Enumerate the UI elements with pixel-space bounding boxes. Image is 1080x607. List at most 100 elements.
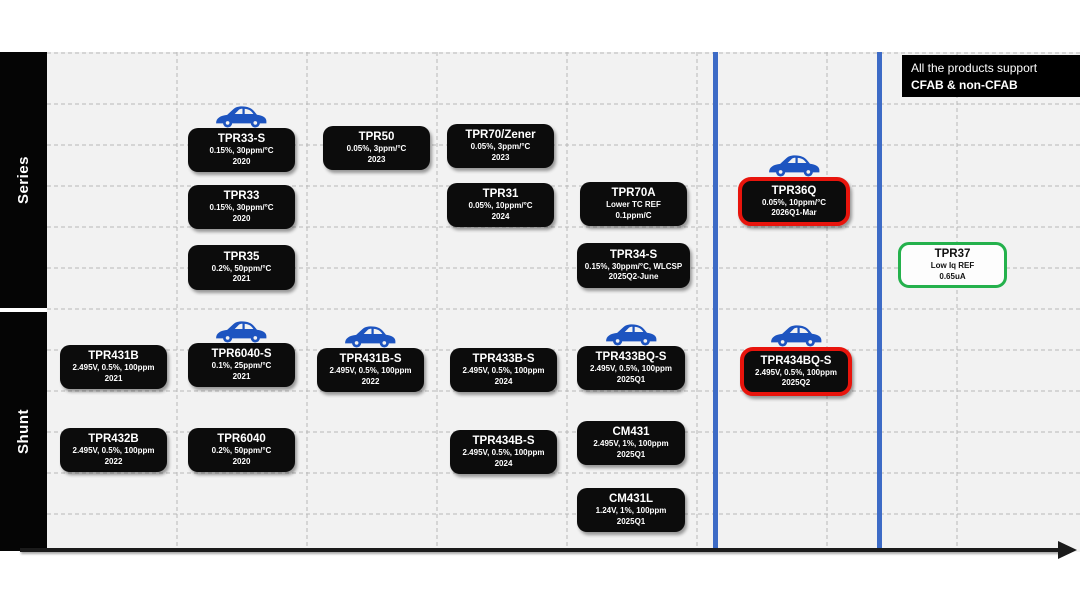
banner-line1: All the products support <box>911 61 1038 75</box>
product-date: 2020 <box>232 213 251 223</box>
product-date: 2026Q1-Mar <box>771 208 817 217</box>
grid-lines <box>47 52 1080 552</box>
timeline-arrowhead-icon <box>1058 541 1077 559</box>
product-title: TPR434B-S <box>472 435 535 447</box>
automotive-car-icon <box>603 322 659 346</box>
product-title: TPR6040 <box>217 433 266 445</box>
product-box-tpr433bq-s: TPR433BQ-S 2.495V, 0.5%, 100ppm 2025Q1 <box>577 346 685 390</box>
product-title: TPR50 <box>358 131 395 143</box>
product-date: 2020 <box>232 456 251 466</box>
automotive-car-icon <box>768 323 824 347</box>
product-title: TPR70A <box>611 187 656 199</box>
product-date: 2021 <box>232 371 251 381</box>
product-box-tpr33-s: TPR33-S 0.15%, 30ppm/°C 2020 <box>188 128 295 172</box>
product-date: 2024 <box>494 458 513 468</box>
product-spec: 2.495V, 0.5%, 100ppm <box>755 367 837 377</box>
product-title: TPR434BQ-S <box>760 354 832 367</box>
row-label-series: Series <box>0 52 47 308</box>
product-spec: 2.495V, 0.5%, 100ppm <box>462 366 545 375</box>
product-box-tpr33: TPR33 0.15%, 30ppm/°C 2020 <box>188 185 295 229</box>
product-date: 2025Q1 <box>616 516 646 526</box>
product-box-tpr431b: TPR431B 2.495V, 0.5%, 100ppm 2021 <box>60 345 167 389</box>
product-date: 2025Q1 <box>616 374 646 384</box>
product-spec: 1.24V, 1%, 100ppm <box>595 506 667 515</box>
row-label-shunt: Shunt <box>0 312 47 551</box>
timeline-divider-2 <box>877 52 882 552</box>
product-box-tpr431b-s: TPR431B-S 2.495V, 0.5%, 100ppm 2022 <box>317 348 424 392</box>
product-title: TPR33 <box>223 190 260 202</box>
product-box-tpr70-zener: TPR70/Zener 0.05%, 3ppm/°C 2023 <box>447 124 554 168</box>
product-spec: 2.495V, 0.5%, 100ppm <box>590 364 672 373</box>
product-spec: 2.495V, 0.5%, 100ppm <box>462 448 545 457</box>
product-title: TPR6040-S <box>211 348 272 360</box>
product-title: TPR33-S <box>217 133 266 145</box>
product-date: 2025Q2 <box>781 378 811 387</box>
shunt-label: Shunt <box>15 409 32 454</box>
product-spec: 0.1%, 25ppm/°C <box>211 361 272 370</box>
product-spec: 2.495V, 0.5%, 100ppm <box>72 446 155 455</box>
automotive-car-icon <box>342 324 398 348</box>
timeline-divider-1 <box>713 52 718 552</box>
product-box-tpr36q-highlighted: TPR36Q 0.05%, 10ppm/°C 2026Q1-Mar <box>738 177 850 226</box>
product-spec: 2.495V, 1%, 100ppm <box>593 439 669 448</box>
product-date: 2020 <box>232 156 251 166</box>
banner-line2: CFAB & non-CFAB <box>911 78 1018 93</box>
automotive-car-icon <box>213 319 269 343</box>
product-date: 2024 <box>491 211 510 221</box>
product-spec: 0.15%, 30ppm/°C, WLCSP <box>584 261 683 271</box>
product-date: 0.1ppm/C <box>615 210 652 220</box>
product-date: 2025Q2-June <box>608 272 659 281</box>
product-box-tpr31: TPR31 0.05%, 10ppm/°C 2024 <box>447 183 554 227</box>
product-spec: 0.05%, 3ppm/°C <box>346 144 407 153</box>
product-box-tpr432b: TPR432B 2.495V, 0.5%, 100ppm 2022 <box>60 428 167 472</box>
product-box-tpr50: TPR50 0.05%, 3ppm/°C 2023 <box>323 126 430 170</box>
timeline-axis <box>20 548 1062 552</box>
product-title: TPR31 <box>482 188 519 200</box>
product-box-tpr6040: TPR6040 0.2%, 50ppm/°C 2020 <box>188 428 295 472</box>
product-box-tpr434bq-s-highlighted: TPR434BQ-S 2.495V, 0.5%, 100ppm 2025Q2 <box>740 347 852 396</box>
product-box-tpr433b-s: TPR433B-S 2.495V, 0.5%, 100ppm 2024 <box>450 348 557 392</box>
product-date: 2021 <box>232 274 251 283</box>
product-title: TPR34-S <box>609 248 658 261</box>
product-spec: Lower TC REF <box>606 200 661 209</box>
product-spec: 2.495V, 0.5%, 100ppm <box>72 363 155 372</box>
product-title: TPR433B-S <box>472 353 535 365</box>
product-spec: 0.15%, 30ppm/°C <box>209 146 274 155</box>
product-title: TPR36Q <box>771 184 817 197</box>
product-date: 2023 <box>491 152 510 162</box>
product-box-tpr70a: TPR70A Lower TC REF 0.1ppm/C <box>580 182 687 226</box>
product-box-cm431: CM431 2.495V, 1%, 100ppm 2025Q1 <box>577 421 685 465</box>
product-box-tpr37-highlighted: TPR37 Low Iq REF 0.65uA <box>898 242 1007 288</box>
product-spec: 0.15%, 30ppm/°C <box>209 203 274 212</box>
product-date: 2021 <box>104 373 123 383</box>
product-spec: 0.05%, 10ppm/°C <box>761 197 827 207</box>
product-title: TPR433BQ-S <box>595 351 667 363</box>
product-date: 2024 <box>494 376 513 386</box>
product-date: 2022 <box>361 376 380 386</box>
product-date: 2025Q1 <box>616 449 646 459</box>
product-title: CM431 <box>612 426 650 438</box>
product-spec: 2.495V, 0.5%, 100ppm <box>329 366 412 375</box>
product-spec: 0.2%, 50ppm/°C <box>211 263 272 273</box>
series-label: Series <box>15 155 32 205</box>
product-title: TPR431B-S <box>339 353 402 365</box>
product-box-tpr34-s: TPR34-S 0.15%, 30ppm/°C, WLCSP 2025Q2-Ju… <box>577 243 690 288</box>
product-date: 2023 <box>367 154 386 164</box>
product-title: TPR35 <box>223 250 260 263</box>
product-date: 0.65uA <box>939 271 966 281</box>
product-spec: Low Iq REF <box>930 261 975 270</box>
product-box-tpr434b-s: TPR434B-S 2.495V, 0.5%, 100ppm 2024 <box>450 430 557 474</box>
product-title: TPR37 <box>934 248 971 260</box>
product-box-tpr6040-s: TPR6040-S 0.1%, 25ppm/°C 2021 <box>188 343 295 387</box>
automotive-car-icon <box>766 153 822 177</box>
product-title: TPR70/Zener <box>465 129 536 141</box>
product-spec: 0.05%, 10ppm/°C <box>468 201 533 210</box>
product-box-cm431l: CM431L 1.24V, 1%, 100ppm 2025Q1 <box>577 488 685 532</box>
product-date: 2022 <box>104 456 123 466</box>
cfab-support-banner: All the products support CFAB & non-CFAB <box>902 55 1080 97</box>
automotive-car-icon <box>213 104 269 128</box>
plot-area <box>47 52 1080 552</box>
product-box-tpr35: TPR35 0.2%, 50ppm/°C 2021 <box>188 245 295 290</box>
product-title: TPR432B <box>88 433 139 445</box>
